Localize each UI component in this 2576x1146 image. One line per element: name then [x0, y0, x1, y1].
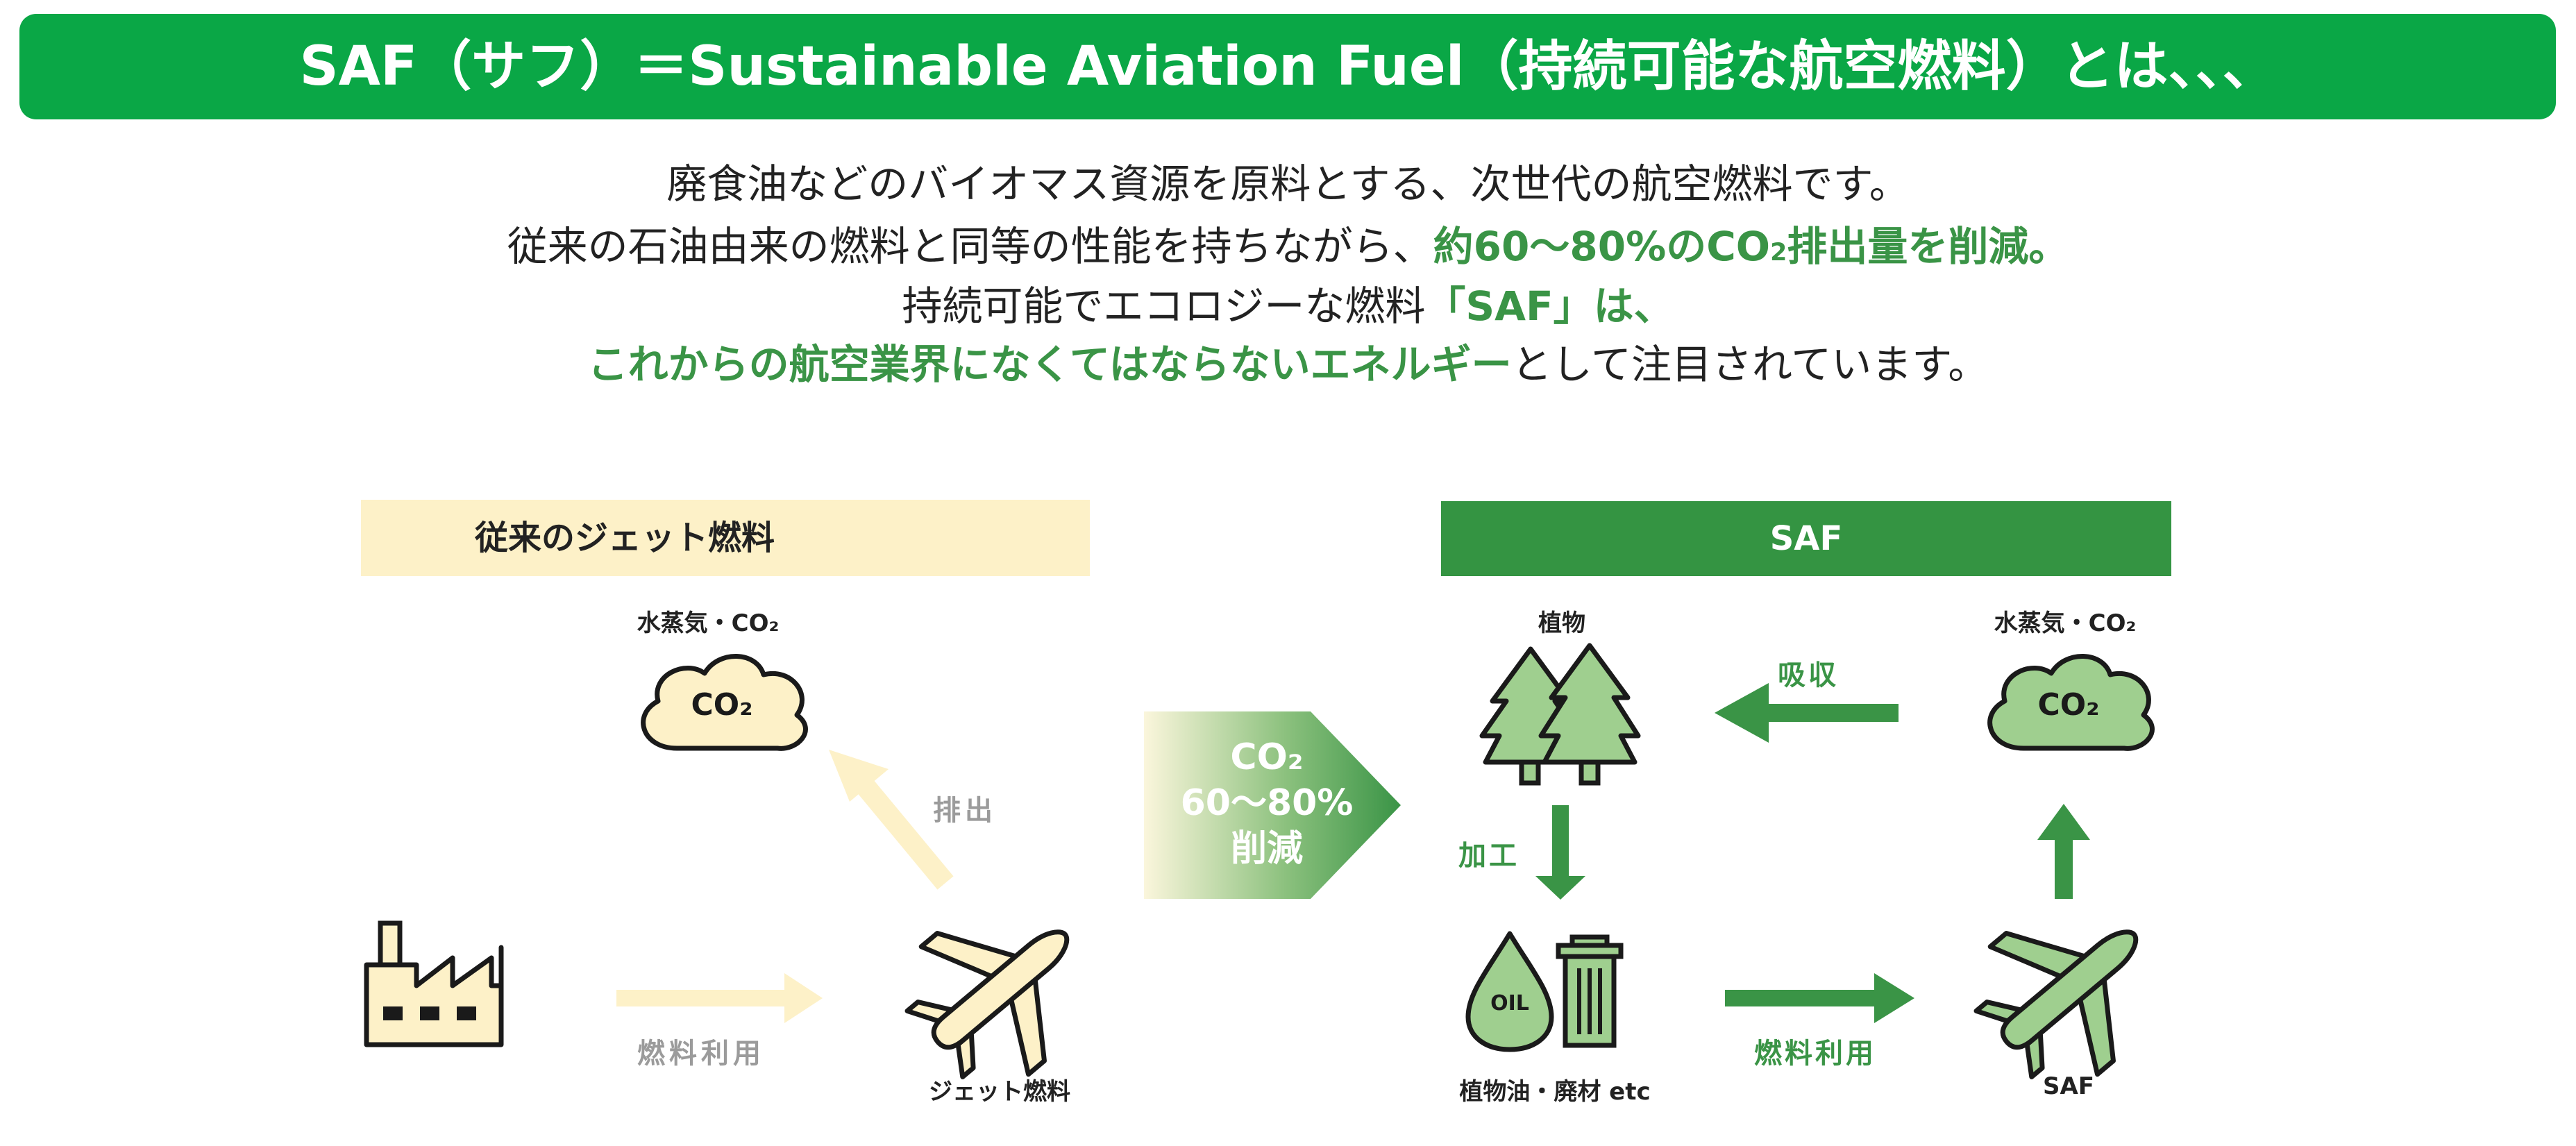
reduction-badge [1144, 711, 1401, 899]
factory-icon [364, 920, 504, 1047]
absorb-label: 吸収 [1778, 659, 1839, 691]
saf-co2-cloud-icon [1987, 654, 2155, 751]
saf-plane-label: SAF [2042, 1072, 2095, 1100]
saf-cloud-text: CO₂ [2037, 687, 2100, 723]
conventional-cloud-text: CO₂ [691, 687, 753, 723]
plants-label: 植物 [1538, 609, 1585, 637]
conventional-airplane-icon [904, 929, 1070, 1079]
saf-fuel-use-label: 燃料利用 [1754, 1038, 1876, 1070]
intro-line-3: 持続可能でエコロジーな燃料「SAF」は、 [902, 283, 1674, 330]
intro-line-4: これからの航空業界になくてはならないエネルギーとして注目されています。 [587, 341, 1989, 388]
oil-text: OIL [1490, 991, 1529, 1016]
saf-cloud-label: 水蒸気・CO₂ [1994, 609, 2137, 637]
page-title: SAF（サフ）＝Sustainable Aviation Fuel（持続可能な航… [299, 35, 2277, 98]
header-banner [19, 14, 2556, 119]
process-label: 加工 [1458, 840, 1519, 872]
reduction-badge-text: CO₂ 60～80% 削減 [1180, 736, 1354, 870]
conventional-fuel-use-arrow-icon [616, 973, 823, 1023]
saf-fuel-use-arrow-icon [1725, 973, 1914, 1023]
conventional-cloud-label: 水蒸気・CO₂ [637, 609, 780, 637]
conventional-fuel-use-label: 燃料利用 [637, 1038, 765, 1070]
waste-bin-icon [1556, 934, 1624, 1048]
emit-label: 排出 [933, 795, 997, 827]
absorb-arrow-icon [1715, 683, 1899, 743]
co2-reduction-highlight: 約60～80%のCO2排出量を削減。 [1433, 223, 2069, 270]
emit-arrow-icon [829, 750, 954, 890]
emit-up-arrow-icon [2037, 804, 2090, 899]
oil-drop-icon [1465, 931, 1554, 1052]
materials-label: 植物油・廃材 etc [1459, 1078, 1651, 1106]
process-arrow-icon [1535, 805, 1585, 900]
intro-line-2: 従来の石油由来の燃料と同等の性能を持ちながら、約60～80%のCO2排出量を削減… [507, 223, 2069, 270]
saf-airplane-icon [1973, 929, 2139, 1079]
conventional-fuel-header: 従来のジェット燃料 [361, 500, 1090, 576]
saf-header: SAF [1441, 501, 2171, 576]
intro-line-1: 廃食油などのバイオマス資源を原料とする、次世代の航空燃料です。 [666, 160, 1910, 208]
trees-icon [1479, 643, 1641, 786]
conventional-co2-cloud-icon [641, 654, 808, 751]
jet-fuel-label: ジェット燃料 [929, 1078, 1070, 1106]
